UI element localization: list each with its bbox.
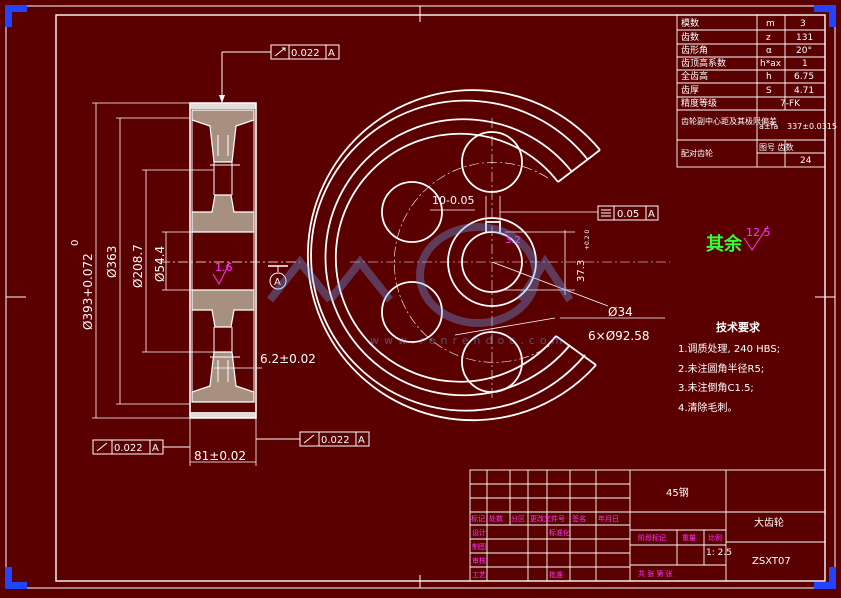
dim-holes: 6×Ø92.58 [588,329,650,343]
tb-header: 处数 [489,514,503,523]
datum-marker [268,265,288,290]
tb-row-label: 审核 [472,556,486,565]
tol-top-datum: A [328,48,335,59]
param-name: 模数 [681,17,699,29]
dim-d208: Ø208.7 [131,244,145,288]
front-view [306,89,670,422]
roughness-value: 1.6 [215,261,233,274]
tb-header: 更改文件号 [530,514,565,523]
tech-title: 技术要求 [716,320,761,334]
keyway-roughness: 3.2 [505,235,521,246]
param-name: 齿数 [681,31,699,43]
tech-item: 4.清除毛刺。 [678,401,738,414]
param-name: 配对齿轮 [681,148,713,158]
tol-frame-symmetry [597,205,659,221]
tech-item: 1.调质处理, 240 HBS; [678,343,780,355]
param-value: 20° [796,46,812,56]
tol-frame-bottom-left [92,439,190,455]
tb-header: 分区 [511,514,525,523]
outer-border [5,5,836,589]
param-name: 全齿高 [681,70,708,82]
param-name: 精度等级 [681,97,717,109]
watermark-text: www.renrendoc.com [370,334,567,347]
param-name: 齿轮副中心距及其极限偏差 [681,116,777,126]
tol-bottom-right-datum: A [358,435,365,446]
dim-keyway-tol: +0.2 0 [584,230,591,250]
tech-item: 2.未注圆角半径R5; [678,362,764,375]
param-symbol: h*ax [760,59,782,69]
tol-frame-top [219,44,340,103]
dim-d54: Ø54.4 [153,246,167,282]
tb-stage-label: 阶段标记 [638,533,666,542]
tol-symmetry-datum: A [648,209,655,220]
param-value: 7-FK [780,99,801,109]
datum-label: A [274,277,281,288]
title-block: 45钢 大齿轮 ZSXT07 1: 2.5 标记 处数 分区 更改文件号 签名 … [471,486,791,579]
dim-width: 81±0.02 [194,449,246,463]
tb-row-label: 设计 [472,528,486,537]
param-name: 齿顶高系数 [681,57,726,69]
title-block-grid [469,469,826,582]
tb-scale: 1: 2.5 [706,548,732,558]
section-view [160,102,300,419]
tb-approve-label: 批准 [549,570,563,579]
param-value: 6.75 [794,72,814,82]
param-symbol: h [766,72,772,82]
frame-centre-marks [6,6,835,588]
param-name: 齿形角 [681,44,708,56]
corner-markers [5,5,836,589]
param-symbol: 图号 齿数 [759,142,794,152]
tb-std-label: 标准化 [549,528,570,537]
param-symbol: S [766,86,772,96]
param-value: 1 [802,59,808,69]
param-value: 131 [796,33,813,43]
watermark-logo [266,223,574,327]
param-value: 24 [800,156,812,166]
param-table-grid [676,14,826,168]
dim-d363: Ø363 [105,246,119,278]
tol-bottom-left-value: 0.022 [114,443,143,454]
tb-weight-label: 重量 [682,534,696,542]
dim-bore: Ø34 [608,305,633,319]
param-name: 齿厚 [681,85,699,96]
param-symbol: a±fa [759,122,778,131]
dim-outer-dia: Ø393+0.072 [81,253,95,330]
param-symbol: α [766,46,772,56]
param-symbol: m [766,19,775,29]
tb-header: 标记 [471,514,485,523]
tb-material: 45钢 [666,486,689,499]
param-symbol: z [766,33,771,43]
dim-keyway-depth: 37.3 [576,260,587,282]
dim-web-thickness: 6.2±0.02 [260,352,316,366]
tb-row-label: 工艺 [472,571,486,579]
tb-header: 签名 [572,514,586,523]
tol-frame-bottom-right [256,431,370,447]
tb-header: 年月日 [598,514,619,523]
tol-top-value: 0.022 [291,48,320,59]
surface-rest-value: 12.5 [746,226,771,239]
param-value: 3 [800,19,806,29]
tol-bottom-left-datum: A [152,443,159,454]
section-dimension-lines [92,102,262,466]
tb-sheets: 共 张 第 张 [638,569,673,578]
tb-part-name: 大齿轮 [754,516,784,529]
tb-drawing-no: ZSXT07 [752,556,791,567]
tol-symmetry-value: 0.05 [617,209,639,220]
tb-row-label: 制图 [472,542,486,551]
surface-rest-symbol [743,225,769,251]
dim-outer-dia-lower: 0 [70,240,81,246]
param-value: 4.71 [794,86,814,96]
tech-item: 3.未注倒角C1.5; [678,381,754,394]
surface-rest-label: 其余 [706,233,743,255]
inner-frame [55,14,826,582]
tb-scale-label: 比例 [708,533,722,542]
dim-keyway-width: 10-0.05 [432,194,474,207]
param-value: 337±0.0315 [787,122,837,131]
roughness-symbol [212,261,231,286]
tol-bottom-right-value: 0.022 [321,435,350,446]
param-table: 模数 m 3 齿数 z 131 齿形角 α 20° 齿顶高系数 h*ax 1 全… [681,17,837,166]
